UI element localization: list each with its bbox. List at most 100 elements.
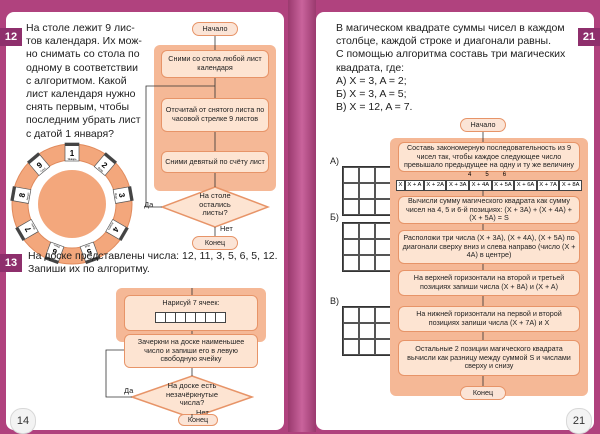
calendar-sheet-binding	[118, 226, 129, 241]
sequence-cell: X + 8A	[559, 180, 582, 191]
calendar-sheet-paper	[10, 186, 32, 204]
task-21-line: С помощью алгоритма составь три магическ…	[336, 48, 566, 61]
flow-step-2: Вычисли сумму магического квадрата как с…	[398, 196, 580, 224]
label-a: А)	[330, 156, 339, 166]
label-b: Б)	[330, 212, 339, 222]
task-12-line: тов календаря. Их мож-	[26, 35, 142, 48]
sequence-cell: X + A	[404, 180, 424, 191]
task-12-text: На столе лежит 9 лис-тов календаря. Их м…	[26, 22, 156, 141]
calendar-sheet-month: Февр.	[97, 166, 105, 174]
task-21-text: В магическом квадрате суммы чисел в кажд…	[336, 22, 582, 114]
task-21-line: Б) X = 3, A = 5;	[336, 88, 407, 101]
flow2-yes-label: Да	[124, 386, 134, 395]
calendar-sheet-number: 2	[100, 160, 110, 170]
book-spine	[288, 0, 316, 432]
calendar-sheet-month: Май	[84, 244, 91, 250]
task-12-line: но снимать со стола по	[26, 48, 140, 61]
sequence-cell: X	[396, 180, 405, 191]
task-13-line: Запиши их по алгоритму.	[28, 263, 150, 276]
magic-square-a	[342, 166, 392, 216]
calendar-sheet-binding	[44, 256, 59, 264]
flow-step-5: На нижней горизонтали на первой и второй…	[398, 306, 580, 332]
calendar-sheet-number: 1	[70, 149, 75, 158]
calendar-sheet-paper	[112, 186, 134, 204]
flow2-step-2: Зачеркни на доске наименьшее число и зап…	[124, 334, 258, 368]
sequence-cell: X + 4A	[469, 180, 492, 191]
calendar-sheet-month: Январь	[68, 157, 78, 161]
flow-step-6: Остальные 2 позиции магического квадрата…	[398, 340, 580, 376]
calendar-sheet-month: Апрель	[107, 222, 115, 232]
calendar-sheet-number: 8	[17, 192, 27, 198]
flow-start: Начало	[460, 118, 506, 132]
page-number-left: 14	[10, 408, 36, 434]
task-21-line: В магическом квадрате суммы чисел в кажд…	[336, 22, 565, 34]
sequence-cell: X + 7A	[536, 180, 560, 191]
calendar-sheet-number: 5	[85, 246, 93, 256]
flow2-condition: На доске есть незачёркнутые числа?	[165, 381, 218, 407]
calendar-sheet-month: Август	[25, 191, 30, 200]
calendar-sheet-binding	[10, 186, 17, 201]
flow-end: Конец	[460, 386, 506, 400]
calendar-sheet-binding	[127, 186, 134, 201]
calendar-sheet-number: 4	[110, 225, 120, 234]
flow1-start: Начало	[192, 22, 238, 36]
calendar-sheet-number: 3	[117, 192, 127, 198]
flow-step-1: Составь закономерную последовательность …	[398, 142, 580, 172]
page-number-right: 21	[566, 408, 592, 434]
task-12-line: последним убрать лист	[26, 114, 141, 127]
sequence-cell: X + 5A	[491, 180, 515, 191]
task-21-line: квадрата, где:	[336, 61, 405, 74]
task-13-line: На доске представлены числа: 12, 11, 3, …	[28, 250, 278, 262]
calendar-sheet-binding	[103, 152, 117, 165]
flow1-end: Конец	[192, 236, 238, 250]
calendar-sheet-number: 9	[35, 160, 45, 170]
flow-step-4: На верхней горизонтали на второй и треть…	[398, 270, 580, 296]
flow1-step-1: Сними со стола любой лист календаря	[161, 50, 269, 78]
task-21-tab: 21	[578, 28, 600, 46]
task-21-line: столбце, каждой строке и диагонали равны…	[336, 35, 552, 48]
flow2-cells	[128, 311, 254, 323]
calendar-sheet-binding	[27, 152, 41, 165]
flow2-step-1-label: Нарисуй 7 ячеек:	[162, 298, 220, 307]
calendar-sheet-month: Июнь	[52, 243, 60, 249]
flow2-end: Конец	[178, 414, 218, 426]
task-12-line: с алгоритмом. Какой	[26, 74, 127, 87]
task-21-line: В) X = 12, A = 7.	[336, 101, 413, 114]
calendar-sheet-number: 6	[51, 246, 59, 256]
flow-step-3: Расположи три числа (X + 3A), (X + 4A), …	[398, 230, 580, 264]
flow1-step-2: Отсчитай от снятого листа по часовой стр…	[161, 98, 269, 132]
flow1-step-3: Сними девятый по счёту лист	[161, 151, 269, 173]
left-page: 12 На столе лежит 9 лис-тов календаря. И…	[0, 12, 284, 434]
sequence-cell: X + 3A	[446, 180, 470, 191]
calendar-sheet-binding	[15, 226, 26, 241]
calendar-sheet-number: 7	[23, 225, 33, 234]
task-12-line: одному в соответствии	[26, 61, 139, 74]
calendar-circle: 1Январь2Февр.3Март4Апрель5Май6Июнь7Июль8…	[10, 142, 134, 265]
task-12-line: снять первым, чтобы	[26, 101, 130, 114]
magic-square-b	[342, 222, 392, 272]
sequence-cell: X + 6A	[514, 180, 537, 191]
magic-square-c	[342, 306, 392, 356]
right-page: 21 В магическом квадрате суммы чисел в к…	[316, 12, 600, 434]
flow1-no-label: Нет	[220, 224, 233, 233]
task-12-tab: 12	[0, 28, 22, 46]
position-number: 4	[468, 172, 472, 178]
position-number: 6	[502, 172, 507, 178]
calendar-sheet-month: Сент.	[39, 166, 47, 173]
calendar-sheet-month: Март	[114, 193, 119, 201]
sequence-cell: X + 2A	[423, 180, 447, 191]
calendar-sheet-binding	[85, 256, 100, 264]
flow1-condition: На столе остались листы?	[199, 191, 231, 217]
task-21-line: А) X = 3, A = 2;	[336, 74, 407, 87]
